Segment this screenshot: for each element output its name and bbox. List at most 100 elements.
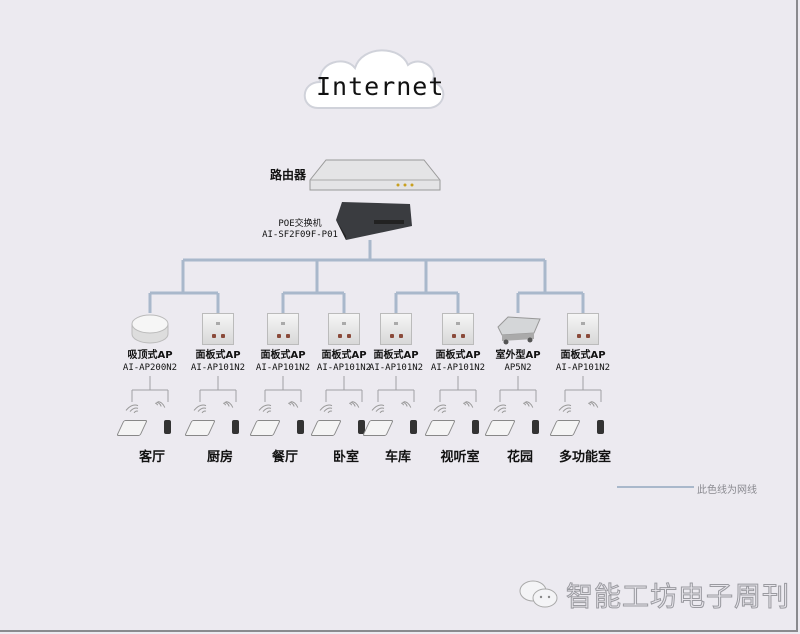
wifi-wave [225,401,234,408]
wifi-wave [465,401,474,408]
wifi-wave [262,407,272,412]
wifi-wave [463,402,467,406]
internet-label: Internet [316,72,445,101]
wifi-wave [588,402,592,406]
wifi-wave [525,401,534,408]
room-label: 餐厅 [271,450,299,465]
wifi-wave [224,401,230,407]
wifi-wave [497,407,507,412]
ap-type: 面板式AP [373,350,419,361]
switch-model: AI-SF2F09F-P01 [262,230,338,240]
outdoor-ap-icon [494,313,542,345]
wifi-wave [464,401,470,407]
wifi-wave [223,402,227,406]
wifi-wave [379,410,385,414]
wifi-wave [562,407,572,412]
room-label: 多功能室 [558,450,612,465]
ap-model: AI-AP200N2 [122,363,178,373]
ap-label: 面板式AP AI-AP101N2 [256,350,310,374]
wifi-wave [402,401,408,407]
wifi-wave [558,404,572,411]
ap-type: 面板式AP [560,350,606,361]
panel-ap-icon [267,313,299,345]
phone-icon [358,420,365,434]
wifi-wave [350,401,356,407]
wifi-wave [403,401,412,408]
poe-switch-icon [334,200,414,242]
wifi-wave [524,401,530,407]
ap-type: 吸顶式AP [127,350,173,361]
wifi-wave [349,402,353,406]
room-label: 厨房 [206,450,234,465]
watermark-text: 智能工坊电子周刊 [566,582,790,614]
wifi-wave [258,404,272,411]
ceiling-ap-icon [130,312,170,344]
phone-icon [472,420,479,434]
wifi-wave [157,401,166,408]
wifi-wave [437,407,447,412]
room-label: 花园 [506,450,534,465]
wifi-wave [319,404,333,411]
wifi-wave [501,410,507,414]
phone-icon [232,420,239,434]
router-icon [308,158,442,192]
wifi-wave [323,407,333,412]
wifi-wave [197,407,207,412]
ap-type: 面板式AP [195,350,241,361]
phone-icon [410,420,417,434]
wifi-wave [201,410,207,414]
wifi-wave [129,407,139,412]
ap-label: 面板式AP AI-AP101N2 [556,350,610,374]
ap-model: AP5N2 [504,363,532,373]
wifi-wave [441,410,447,414]
ap-label: 面板式AP AI-AP101N2 [369,350,423,374]
ap-label: 吸顶式AP AI-AP200N2 [123,350,177,374]
wifi-wave [193,404,207,411]
phone-icon [597,420,604,434]
wifi-wave [125,404,139,411]
wifi-wave [590,401,599,408]
ap-type: 室外型AP [495,350,541,361]
wifi-wave [566,410,572,414]
poe-switch-label: POE交换机 AI-SF2F09F-P01 [262,219,338,241]
ap-label: 面板式AP AI-AP101N2 [431,350,485,374]
wechat-icon [518,578,560,614]
ap-label: 室外型AP AP5N2 [495,350,540,374]
panel-ap-icon [202,313,234,345]
wifi-wave [523,402,527,406]
room-label: 车库 [384,450,412,465]
cloud-icon [303,49,445,109]
ap-model: AI-AP101N2 [555,363,611,373]
phone-icon [532,420,539,434]
ap-model: AI-AP101N2 [430,363,486,373]
switch-name: POE交换机 [278,219,322,229]
panel-ap-icon [567,313,599,345]
panel-ap-icon [380,313,412,345]
wifi-wave [375,407,385,412]
room-label: 客厅 [138,450,166,465]
ap-model: AI-AP101N2 [368,363,424,373]
wifi-wave [433,404,447,411]
ap-type: 面板式AP [321,350,367,361]
ap-model: AI-AP101N2 [316,363,372,373]
phone-icon [164,420,171,434]
wifi-wave [289,401,295,407]
wifi-wave [155,402,159,406]
wifi-wave [133,410,139,414]
ap-type: 面板式AP [435,350,481,361]
panel-ap-icon [442,313,474,345]
wifi-wave [156,401,162,407]
legend-text: 此色线为网线 [697,485,757,496]
ap-model: AI-AP101N2 [255,363,311,373]
wifi-wave [327,410,333,414]
panel-ap-icon [328,313,360,345]
room-label: 视听室 [440,450,480,465]
wifi-wave [589,401,595,407]
ap-label: 面板式AP AI-AP101N2 [317,350,371,374]
wifi-wave [371,404,385,411]
router-label: 路由器 [270,168,307,182]
ap-type: 面板式AP [260,350,306,361]
